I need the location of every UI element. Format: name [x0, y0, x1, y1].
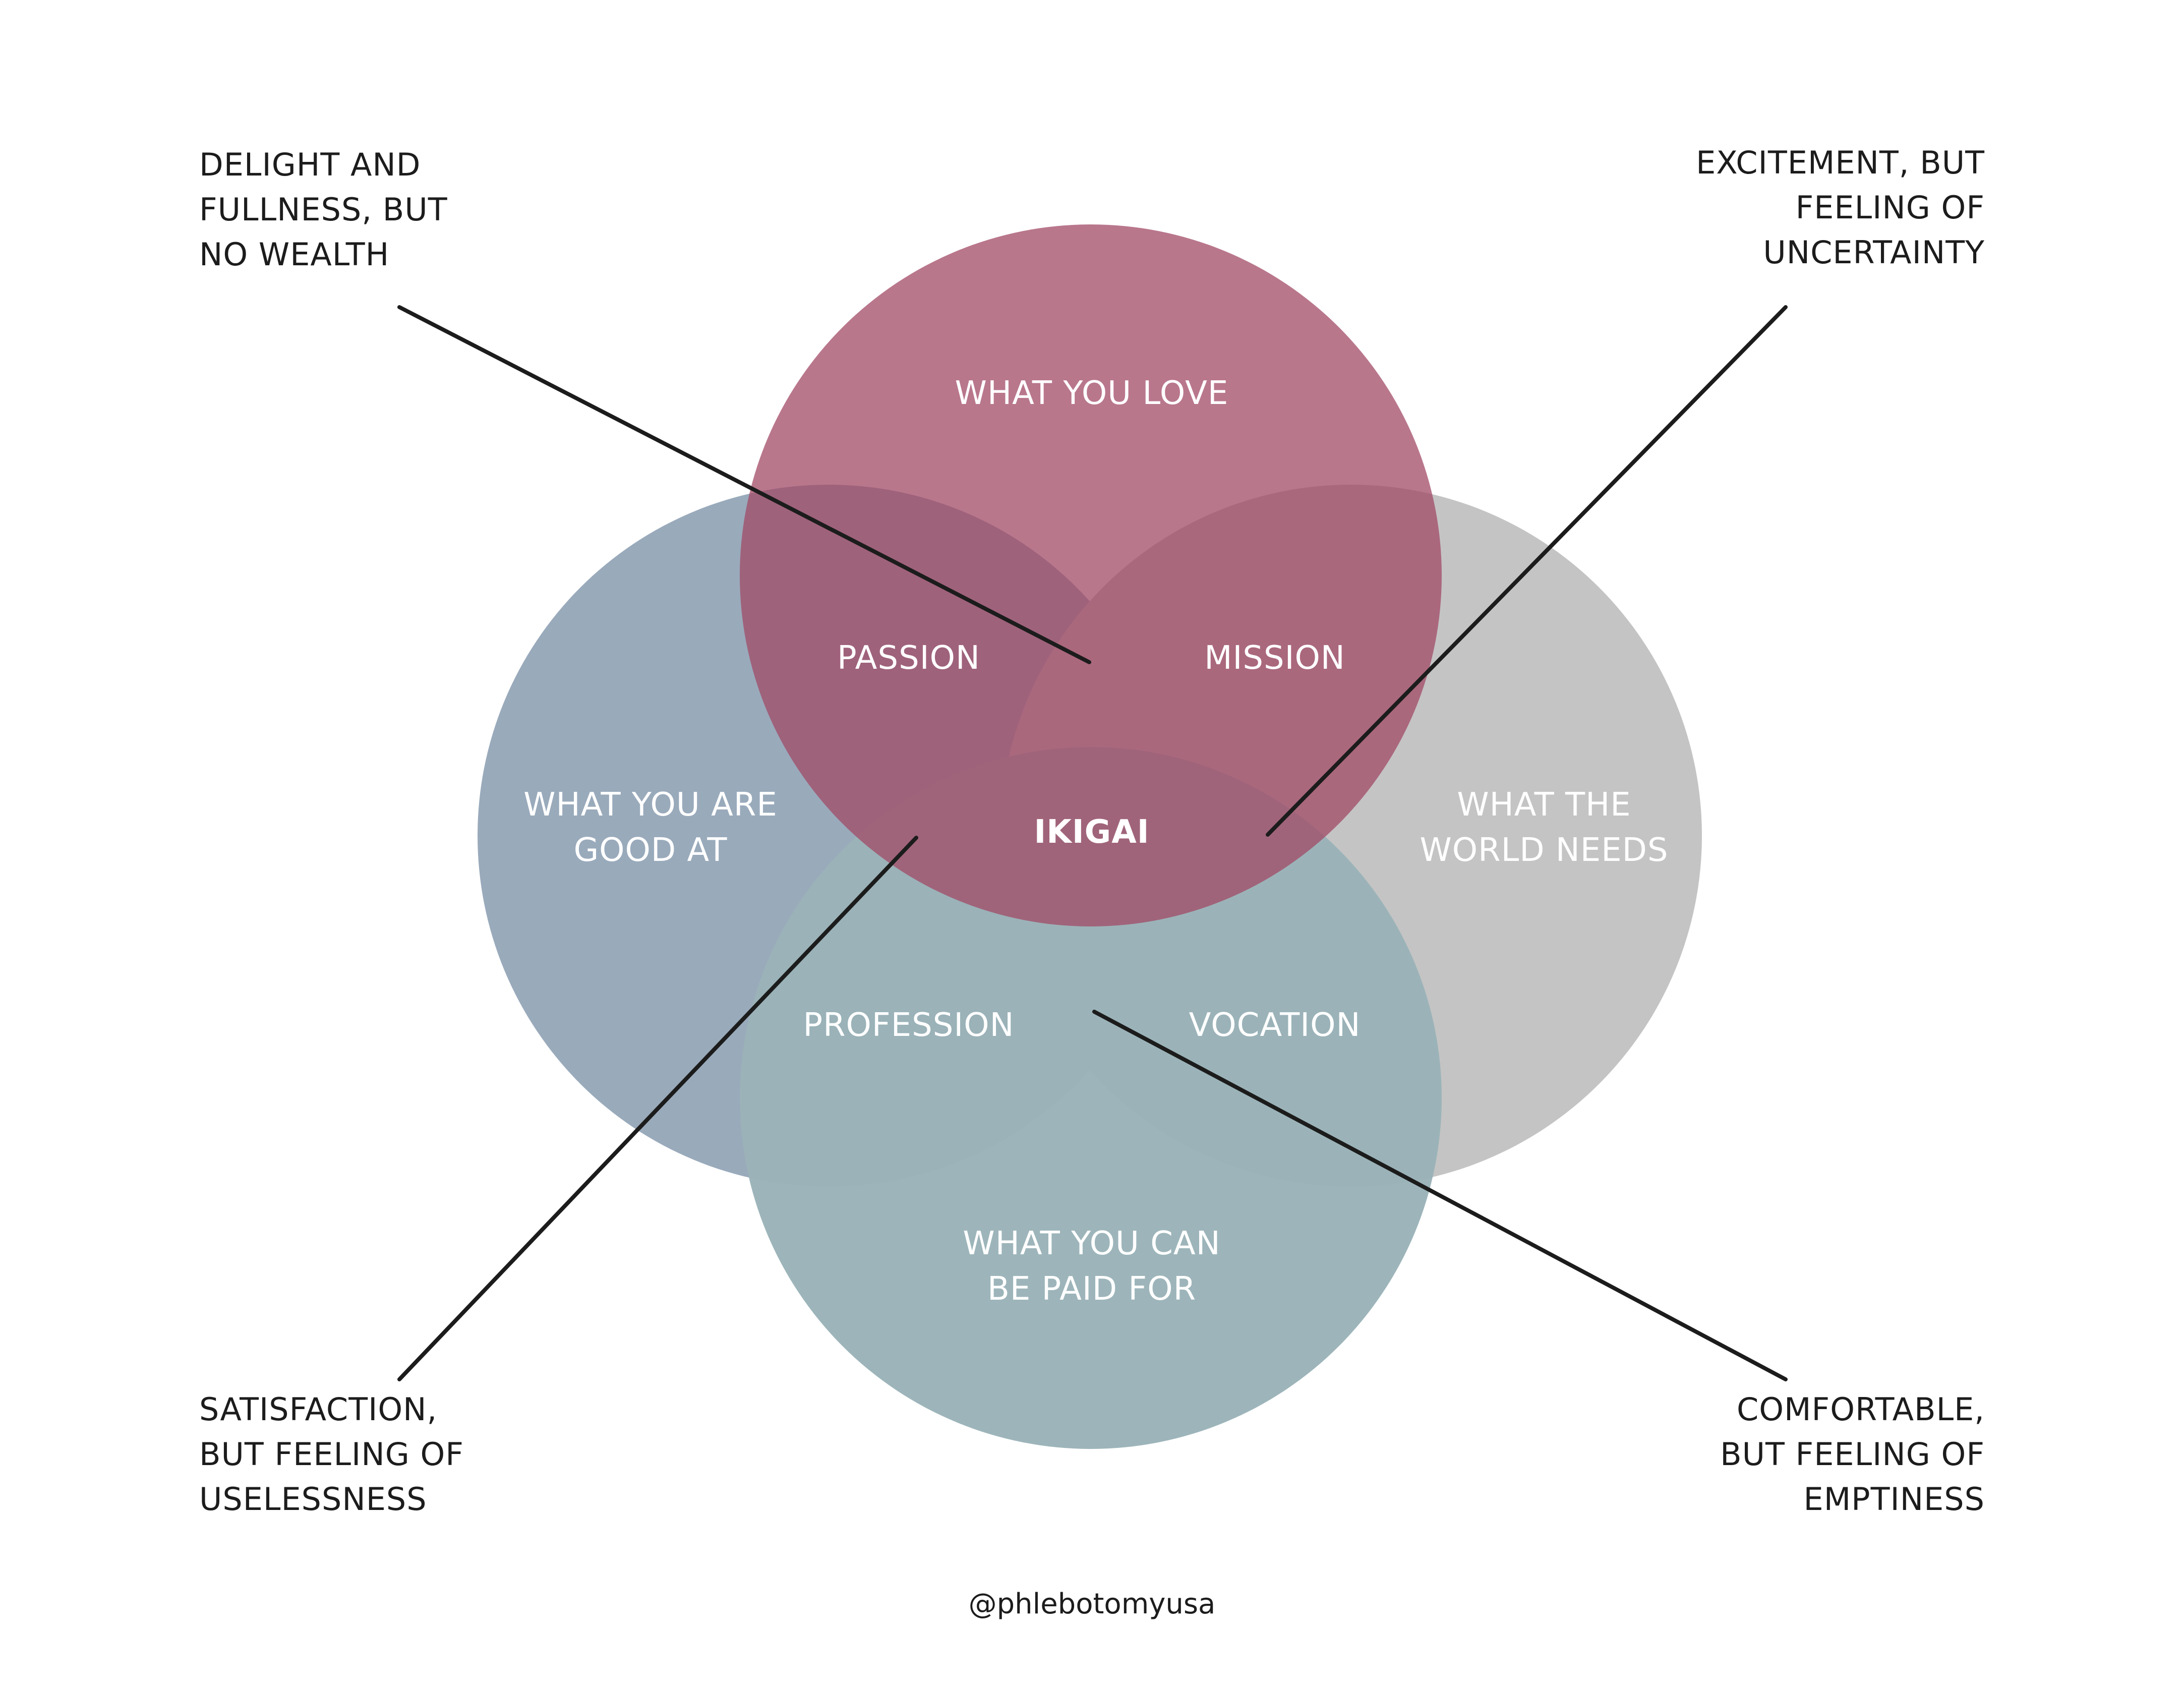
callout-line-top-right	[1266, 305, 1788, 837]
footer-handle: @phlebotomyusa	[968, 1588, 1216, 1620]
label-what-you-love: WHAT YOU LOVE	[955, 375, 1229, 412]
callout-line-top-left	[397, 305, 1091, 664]
label-profession: PROFESSION	[803, 1007, 1015, 1044]
label-ikigai: IKIGAI	[1034, 813, 1150, 851]
label-what-you-can-be-paid-for: WHAT YOU CAN BE PAID FOR	[963, 1225, 1221, 1308]
callout-bottom-right: COMFORTABLE, BUT FEELING OF EMPTINESS	[1720, 1391, 1985, 1518]
circle-love	[740, 224, 1442, 926]
callout-line-bottom-left	[397, 836, 918, 1381]
circle-paid-for	[740, 747, 1442, 1449]
callout-line-bottom-right	[1092, 1010, 1788, 1381]
callout-top-left: DELIGHT AND FULLNESS, BUT NO WEALTH	[199, 146, 448, 273]
label-what-you-are-good-at: WHAT YOU ARE GOOD AT	[523, 786, 778, 869]
label-passion: PASSION	[837, 639, 980, 677]
callout-bottom-left: SATISFACTION, BUT FEELING OF USELESSNESS	[199, 1391, 464, 1518]
label-mission: MISSION	[1204, 639, 1345, 677]
callout-top-right: EXCITEMENT, BUT FEELING OF UNCERTAINTY	[1696, 144, 1985, 271]
label-vocation: VOCATION	[1189, 1007, 1361, 1044]
label-what-the-world-needs: WHAT THE WORLD NEEDS	[1420, 786, 1669, 869]
